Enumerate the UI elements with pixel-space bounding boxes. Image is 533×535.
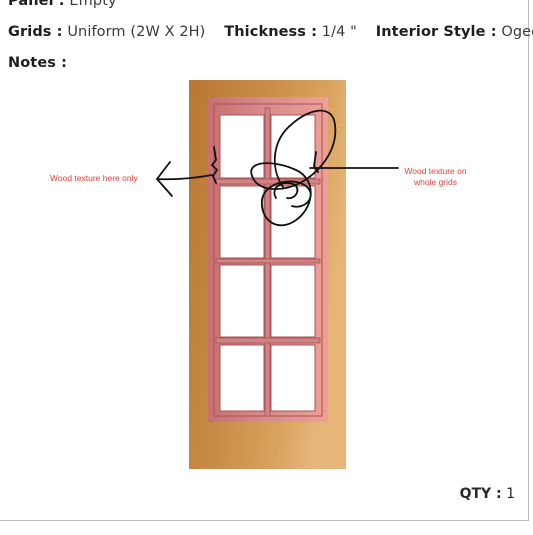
pane-6 bbox=[270, 264, 316, 338]
qty-row: QTY : 1 bbox=[460, 486, 515, 502]
annotation-left: Wood texture here only bbox=[50, 173, 138, 183]
notes-label: Notes : bbox=[8, 55, 68, 71]
hand-annotation-strokes bbox=[156, 109, 399, 227]
grid-bars bbox=[215, 107, 321, 417]
glass-panes bbox=[219, 114, 316, 412]
thickness-label: Thickness : bbox=[224, 24, 318, 40]
page-border-bottom bbox=[0, 520, 529, 521]
pane-3 bbox=[219, 185, 265, 259]
annotation-right-line-2: whole grids bbox=[414, 177, 457, 187]
annotation-right-line-1: Wood texture on bbox=[404, 166, 467, 176]
grid-bar-horizontal-3 bbox=[215, 337, 321, 344]
grid-bar-horizontal-2 bbox=[215, 258, 321, 264]
pane-8 bbox=[270, 344, 316, 412]
panel-value: Empty bbox=[69, 0, 117, 9]
qty-label: QTY : bbox=[459, 486, 502, 502]
left-arrow-head bbox=[156, 161, 173, 197]
pane-2 bbox=[270, 114, 316, 179]
thickness-value: 1/4 " bbox=[321, 24, 357, 40]
notes-row: Notes : bbox=[8, 55, 67, 71]
left-arrow-mark bbox=[156, 174, 213, 181]
specs-row: Grids : Uniform (2W X 2H) Thickness : 1/… bbox=[8, 24, 533, 40]
annotation-right: Wood texture on whole grids bbox=[398, 166, 473, 188]
scribble-mark-2 bbox=[273, 182, 299, 200]
grids-value: Uniform (2W X 2H) bbox=[67, 24, 206, 40]
grids-label: Grids : bbox=[8, 24, 63, 40]
interior-style-label: Interior Style : bbox=[375, 24, 497, 40]
scribble-mark bbox=[250, 109, 337, 227]
panel-label: Panel : bbox=[8, 0, 65, 9]
panel-row: Panel : Empty bbox=[8, 0, 117, 9]
right-pointer-tick bbox=[313, 151, 319, 173]
interior-style-value: Ogee bbox=[501, 24, 533, 40]
qty-value: 1 bbox=[506, 486, 515, 502]
frame-squiggle-mark bbox=[211, 146, 218, 184]
page-border-right bbox=[528, 0, 529, 521]
pane-5 bbox=[219, 264, 265, 338]
pane-7 bbox=[219, 344, 265, 412]
pane-1 bbox=[219, 114, 265, 179]
